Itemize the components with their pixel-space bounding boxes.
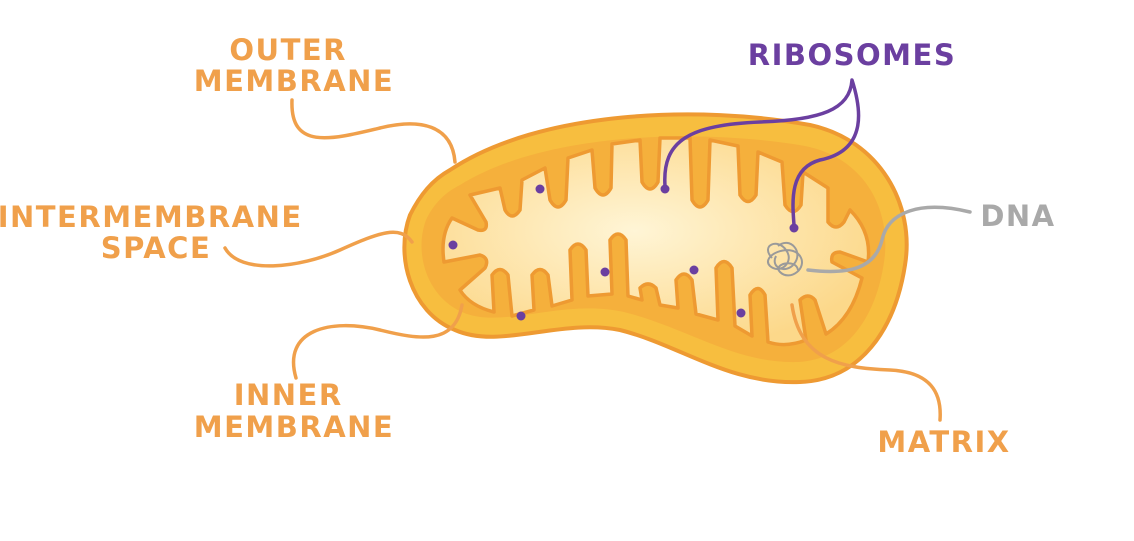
inner-membrane-label-line2: MEMBRANE (194, 410, 395, 444)
dna-leader (806, 205, 972, 274)
ribosome-dots (448, 184, 799, 321)
matrix-leader (790, 303, 942, 422)
ribosome-dot (535, 184, 545, 194)
inner-membrane-label: INNER MEMBRANE (194, 378, 395, 444)
outer-membrane-label-line1: OUTER (229, 33, 347, 67)
inner-membrane-leader (291, 303, 464, 380)
intermembrane-space-label-line1: INTERMEMBRANE (0, 200, 303, 234)
outer-membrane-leader (290, 98, 457, 164)
ribosome-dot (448, 240, 458, 250)
matrix-label: MATRIX (877, 425, 1010, 459)
ribosome-dot (789, 223, 799, 233)
ribosome-dot (600, 267, 610, 277)
ribosome-dot (516, 311, 526, 321)
inner-membrane-cristae (441, 136, 871, 347)
inner-membrane-label-line1: INNER (234, 378, 343, 412)
outer-membrane-label: OUTER MEMBRANE (194, 33, 395, 98)
ribosomes-leader (663, 78, 861, 227)
intermembrane-space-label-line2: SPACE (101, 231, 212, 265)
ribosome-dot (689, 265, 699, 275)
ribosome-dot (660, 184, 670, 194)
outer-membrane-label-line2: MEMBRANE (194, 64, 395, 98)
ribosomes-label: RIBOSOMES (748, 38, 956, 72)
dna-strand (767, 241, 803, 277)
intermembrane-space-label: INTERMEMBRANE SPACE (0, 200, 314, 265)
ribosome-dot (736, 308, 746, 318)
intermembrane-space-leader (223, 230, 414, 268)
dna-label: DNA (980, 199, 1055, 233)
